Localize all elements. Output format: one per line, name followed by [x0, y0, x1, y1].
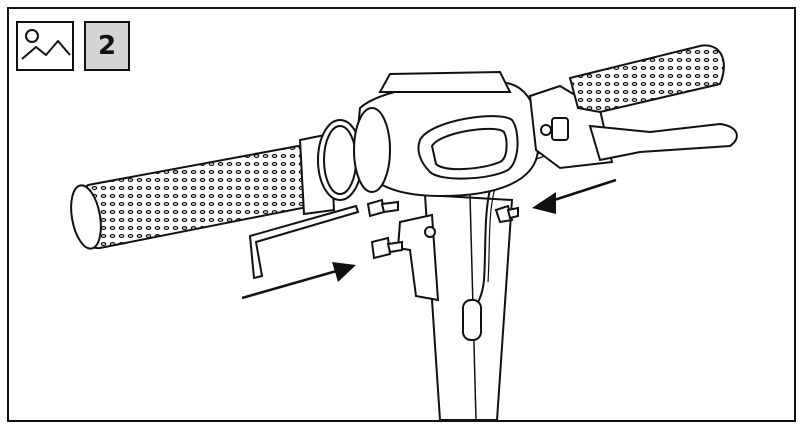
image-placeholder-icon: [21, 29, 71, 60]
figure-frame: [7, 7, 796, 422]
right-grip: [568, 44, 725, 114]
cable-clip: [462, 299, 482, 341]
image-icon-box: [16, 21, 74, 71]
left-collar: [298, 119, 363, 216]
arrow-left-indicator: [241, 262, 356, 300]
allen-key: [249, 205, 359, 279]
display-housing: [353, 70, 540, 198]
step-number-badge: 2: [84, 21, 130, 71]
step-number: 2: [97, 31, 117, 61]
bolt-left: [370, 236, 403, 260]
arrow-right-indicator: [532, 178, 617, 214]
bolt-top: [366, 198, 399, 218]
bolt-right: [494, 204, 519, 224]
left-grip: [70, 144, 317, 250]
mounting-bracket: [396, 213, 440, 302]
